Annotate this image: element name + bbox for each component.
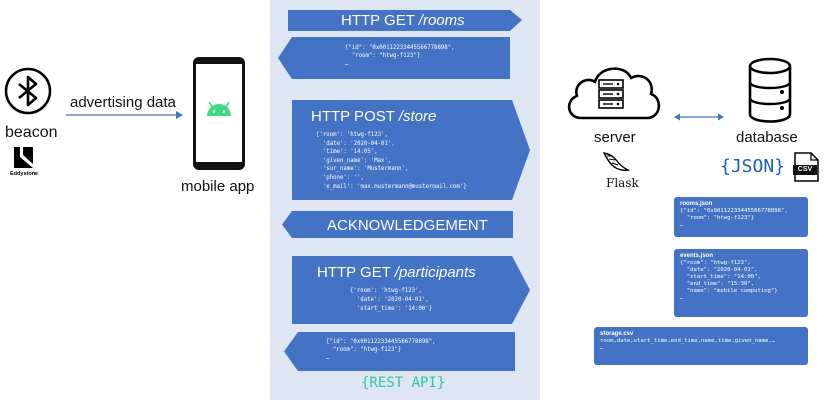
- cloud-server-icon: [563, 60, 665, 124]
- csv-file-label: CSV: [797, 166, 813, 173]
- bluetooth-icon: [3, 66, 53, 116]
- post-store-method: HTTP POST: [311, 108, 399, 125]
- post-store-path: /store: [398, 108, 437, 125]
- rest-shapes: [278, 10, 530, 371]
- eddystone-logo-text: Eddystone: [10, 171, 39, 177]
- json-logo: {JSON}: [720, 156, 786, 177]
- server-label: server: [594, 129, 636, 146]
- get-rooms-text: HTTP GET /rooms: [341, 12, 465, 29]
- participants-response-arrow: [284, 332, 515, 371]
- get-participants-arrow: [292, 256, 530, 324]
- flask-icon: [598, 150, 632, 174]
- get-participants-method: HTTP GET: [317, 264, 395, 281]
- get-rooms-path: /rooms: [418, 12, 465, 29]
- ack-text: ACKNOWLEDGEMENT: [327, 217, 488, 234]
- rest-api-label: {REST API}: [361, 375, 446, 391]
- rooms-response-body: {"id": "0x00112233445566778898", "room":…: [345, 45, 455, 67]
- rooms-json-body: {"id": "0x00112233445566778898", "room":…: [680, 208, 788, 228]
- post-store-text: HTTP POST /store: [311, 108, 436, 125]
- server-database-arrow: [674, 113, 724, 121]
- get-participants-body: {'room': 'htwg-f123', 'date': '2020-04-0…: [350, 288, 433, 312]
- storage-csv-card: storage.csv room,date,start_time,end_tim…: [594, 327, 808, 365]
- csv-file-icon: CSV: [793, 152, 819, 182]
- eddystone-logo: Eddystone: [10, 145, 39, 178]
- database-label: database: [736, 129, 798, 146]
- database-icon: [747, 56, 793, 124]
- rooms-json-title: rooms.json: [680, 201, 713, 207]
- get-rooms-arrow: [288, 10, 522, 31]
- flask-label: Flask: [606, 176, 639, 190]
- android-icon: [205, 101, 233, 125]
- ack-arrow: [282, 211, 513, 238]
- get-rooms-method: HTTP GET: [341, 12, 419, 29]
- get-participants-text: HTTP GET /participants: [317, 264, 476, 281]
- mobile-app-label: mobile app: [181, 178, 255, 195]
- beacon-label: beacon: [5, 124, 58, 141]
- post-store-arrow: [292, 100, 530, 200]
- get-participants-path: /participants: [394, 264, 476, 281]
- storage-csv-title: storage.csv: [600, 331, 634, 337]
- advertising-data-label: advertising data: [70, 94, 176, 111]
- storage-csv-body: room,date,start_time,end_time,name,time,…: [600, 338, 776, 351]
- events-json-card: events.json {"room": "htwg-f123", "date"…: [674, 249, 808, 317]
- advertising-arrow: [66, 111, 183, 119]
- events-json-title: events.json: [680, 253, 714, 259]
- post-store-body: {'room': 'htwg-f123', 'date': '2020-04-0…: [316, 132, 467, 190]
- participants-response-body: {"id": "0x00112233445566778898", "room":…: [326, 339, 436, 361]
- events-json-body: {"room": "htwg-f123", "date": "2020-04-0…: [680, 260, 778, 301]
- rooms-json-card: rooms.json {"id": "0x0011223344556677889…: [674, 197, 808, 237]
- rooms-response-arrow: [278, 37, 510, 79]
